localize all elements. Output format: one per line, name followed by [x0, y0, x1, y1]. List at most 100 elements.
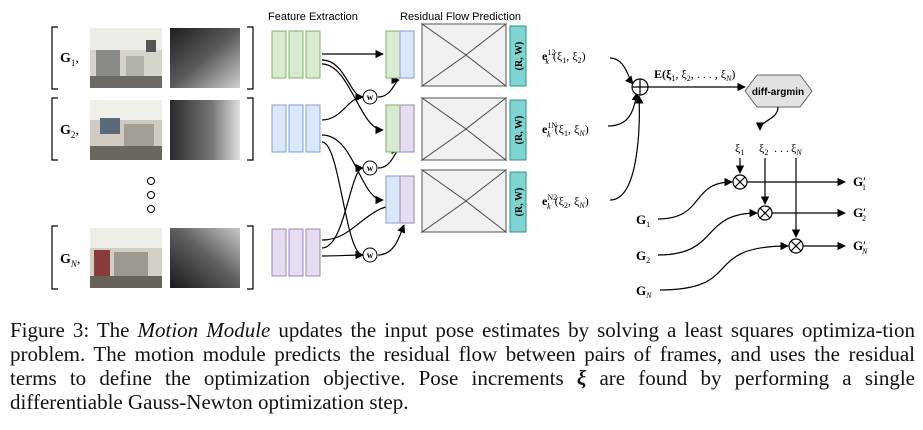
residual-3-sub: k — [547, 202, 551, 211]
residual-1-args: (ξ — [553, 49, 563, 63]
xi-label-1: ξ1 — [735, 141, 744, 157]
residual-3-sup: N2 — [547, 193, 557, 202]
pair-stack-2 — [385, 104, 415, 153]
output-pose-n: G′N — [853, 238, 868, 256]
energy-function-label: E(ξ1, ξ2, . . . , ξN) — [654, 67, 735, 83]
frame-label-1: G — [60, 51, 71, 66]
energy-text: E(ξ — [654, 67, 672, 81]
depth-image-2 — [170, 100, 240, 160]
svg-text:GN,: GN, — [60, 252, 80, 269]
residual-2-close: ) — [585, 122, 589, 136]
caption-module-name: Motion Module — [137, 318, 271, 342]
residual-3-a2: N — [578, 201, 585, 210]
rw-label-2: (R, W) — [514, 116, 525, 145]
hourglass-network-1 — [420, 22, 508, 88]
motion-module-diagram: Feature Extraction Residual Flow Predict… — [51, 11, 868, 300]
residual-2-args: (ξ — [555, 122, 565, 136]
feature-stack-1 — [271, 30, 321, 79]
warp-node-3-label: w — [367, 250, 374, 260]
energy-t2: , ξ — [675, 67, 687, 81]
frame-group-n: GN, — [51, 225, 254, 290]
frame-label-1-comma: , — [75, 51, 79, 66]
residual-1-sub: k — [545, 57, 549, 66]
residual-2-a1: 1 — [564, 129, 568, 138]
depth-image-1 — [170, 28, 240, 88]
caption-figure-label: Figure 3: The — [10, 318, 138, 342]
residual-3-args: (ξ — [555, 194, 565, 208]
feature-stack-2 — [271, 104, 321, 153]
frame-label-2: G — [60, 123, 71, 138]
hourglass-network-3 — [420, 168, 508, 234]
compose-node-2 — [757, 205, 773, 221]
compose-node-1 — [732, 174, 748, 190]
warp-node-3: w — [362, 247, 378, 263]
sum-node — [631, 78, 649, 96]
energy-close: ) — [731, 67, 735, 81]
energy-s1: 1 — [671, 74, 675, 83]
warp-node-2-label: w — [367, 163, 374, 173]
output-connections — [657, 177, 846, 291]
residual-1-mid: , ξ — [566, 49, 578, 63]
rw-output-2: (R, W) — [509, 99, 527, 161]
energy-s2: 2 — [687, 74, 691, 83]
depth-image-n — [170, 228, 240, 288]
figure-caption: Figure 3: The Motion Module updates the … — [10, 318, 915, 414]
residual-2-a2: N — [578, 129, 585, 138]
feature-connections — [321, 49, 406, 260]
energy-s3: N — [725, 74, 732, 83]
xi-label-2: ξ2 — [759, 141, 768, 157]
frame-group-1: G1, — [51, 26, 254, 90]
svg-text:G1,: G1, — [60, 51, 79, 68]
residual-3-mid: , ξ — [568, 194, 580, 208]
compose-node-n — [788, 238, 804, 254]
residual-1-base: e — [542, 49, 548, 63]
caption-part-2: are found by performing a single differe… — [10, 366, 915, 414]
input-pose-2: G2 — [636, 248, 650, 265]
hourglass-network-2 — [420, 96, 508, 162]
residual-2-sup: 1N — [547, 121, 557, 130]
residual-1-close: ) — [582, 49, 586, 63]
diff-argmin-label: diff-argmin — [752, 87, 804, 98]
svg-text:G2,: G2, — [60, 123, 79, 140]
warp-node-2: w — [362, 160, 378, 176]
xi-lines — [735, 158, 801, 238]
caption-xi-symbol: ξ — [576, 366, 587, 390]
residual-to-sum-connections — [607, 57, 746, 201]
warp-node-1: w — [362, 89, 378, 105]
input-pose-1: G1 — [636, 212, 650, 229]
rw-output-3: (R, W) — [509, 171, 527, 233]
rgb-image-1 — [90, 28, 162, 88]
diff-argmin-block: diff-argmin — [744, 74, 813, 108]
caption-part-1: updates the input pose estimates by solv… — [10, 318, 915, 390]
residual-3-close: ) — [585, 194, 589, 208]
residual-3-a1: 2 — [564, 201, 568, 210]
frame-group-2: G2, — [51, 97, 254, 161]
residual-flow-prediction-label: Residual Flow Prediction — [400, 11, 521, 23]
feature-stack-n — [271, 228, 321, 277]
frame-label-n-comma: , — [77, 252, 81, 267]
input-pose-n: GN — [636, 283, 652, 300]
rgb-image-n — [90, 228, 162, 288]
residual-1-sup: 12 — [547, 48, 555, 57]
frame-label-1-sub: 1 — [71, 58, 76, 68]
frame-label-2-comma: , — [75, 123, 79, 138]
warp-node-1-label: w — [367, 92, 374, 102]
rw-label-1: (R, W) — [514, 42, 525, 71]
pair-stack-3 — [385, 175, 415, 224]
rw-label-3: (R, W) — [514, 188, 525, 217]
pair-stack-1 — [385, 30, 415, 79]
argmin-output-arrow — [755, 106, 779, 131]
xi-label-n: . . .ξN — [774, 141, 802, 157]
residual-2-mid: , ξ — [568, 122, 580, 136]
frames-ellipsis — [147, 177, 155, 213]
rgb-image-2 — [90, 100, 162, 160]
output-pose-1: G′1 — [853, 174, 866, 192]
residual-1-a2: 2 — [578, 56, 582, 65]
rw-output-1: (R, W) — [509, 25, 527, 87]
